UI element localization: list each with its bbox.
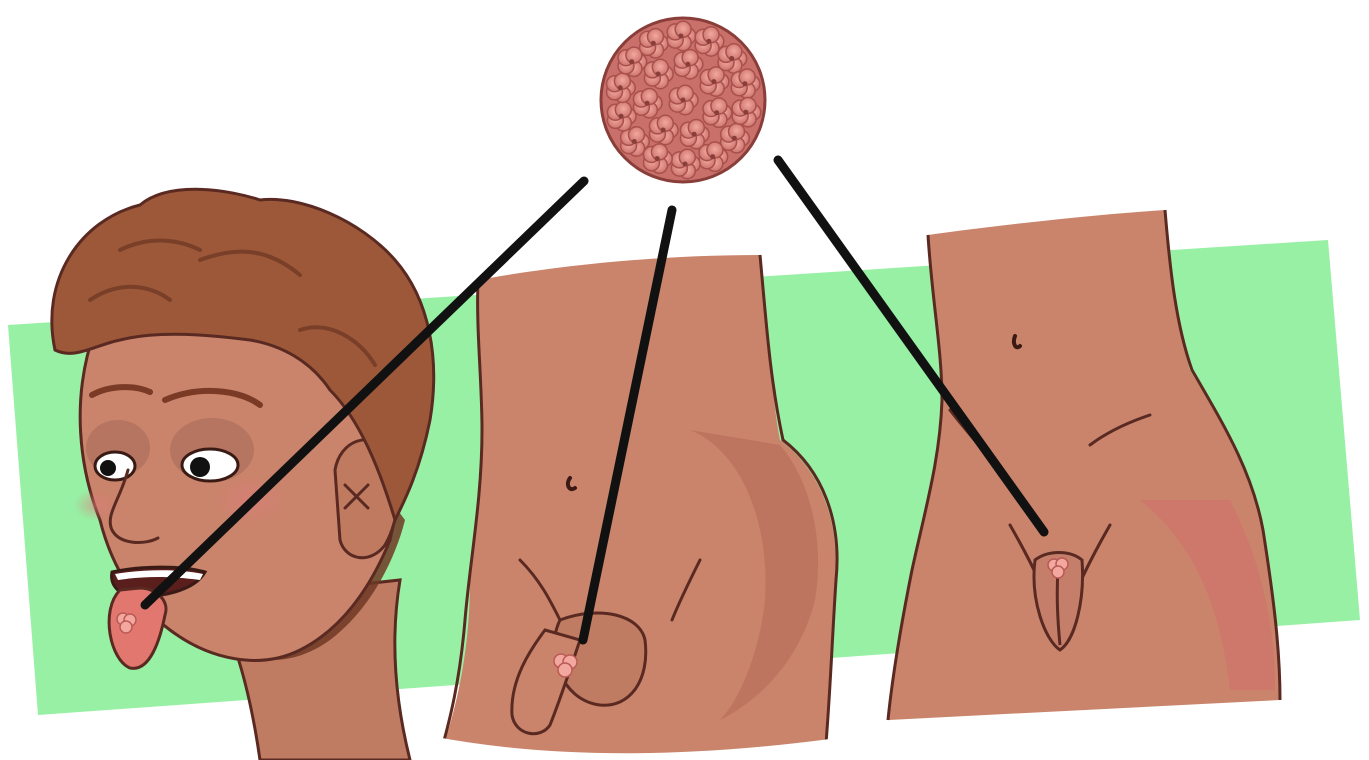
left-pupil xyxy=(100,460,116,476)
wart-cluster-icon xyxy=(601,18,765,182)
right-pupil xyxy=(190,457,210,477)
